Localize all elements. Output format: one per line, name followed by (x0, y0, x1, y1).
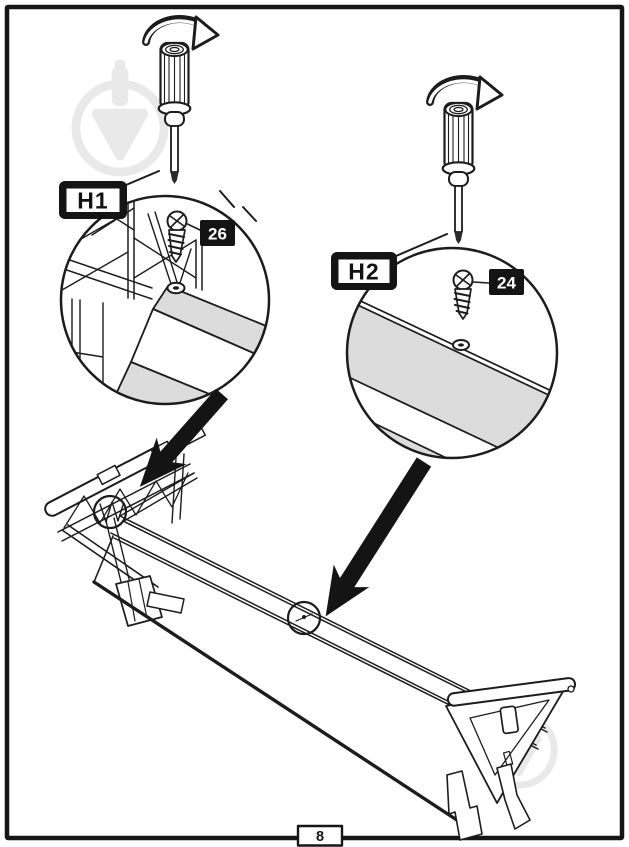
assembled-frame-drawing (44, 423, 577, 841)
screw-location-circle-middle (286, 600, 322, 636)
page-number: 8 (316, 829, 324, 845)
callout-h2: 24 H2 (331, 233, 559, 460)
watermark-top-left (76, 60, 164, 172)
step-label-h1: H1 (59, 181, 127, 219)
screw-24 (452, 269, 474, 320)
h2-leader-line (395, 233, 448, 257)
panel-front-edge (92, 580, 468, 828)
leader-line-26 (186, 223, 201, 231)
frame-right-bracket (445, 677, 577, 841)
page-number-box: 8 (296, 824, 344, 847)
part-badge-26: 26 (200, 220, 235, 246)
leader-line-24 (472, 281, 490, 284)
frame-left-bracket (44, 423, 207, 627)
right-foot-left (446, 770, 483, 841)
screw-26 (166, 210, 188, 263)
part-number-24: 24 (497, 274, 516, 293)
step-label-h1-text: H1 (77, 188, 108, 214)
step-label-h2-text: H2 (348, 259, 379, 285)
screwdriver-2 (430, 77, 502, 244)
part-badge-24: 24 (489, 269, 524, 295)
h1-leader-line (125, 170, 160, 186)
step-label-h2: H2 (331, 252, 397, 290)
frame-rail (92, 515, 548, 828)
callout-h1: 26 H1 (59, 170, 271, 406)
screw-location-circle-left (92, 494, 128, 530)
direction-arrow-h1 (139, 388, 228, 487)
callout-circle-h1 (59, 194, 271, 406)
direction-arrow-h2 (325, 457, 432, 617)
right-foot-right (496, 763, 531, 830)
callout-circle-h2 (345, 246, 559, 460)
part-number-26: 26 (208, 225, 227, 244)
